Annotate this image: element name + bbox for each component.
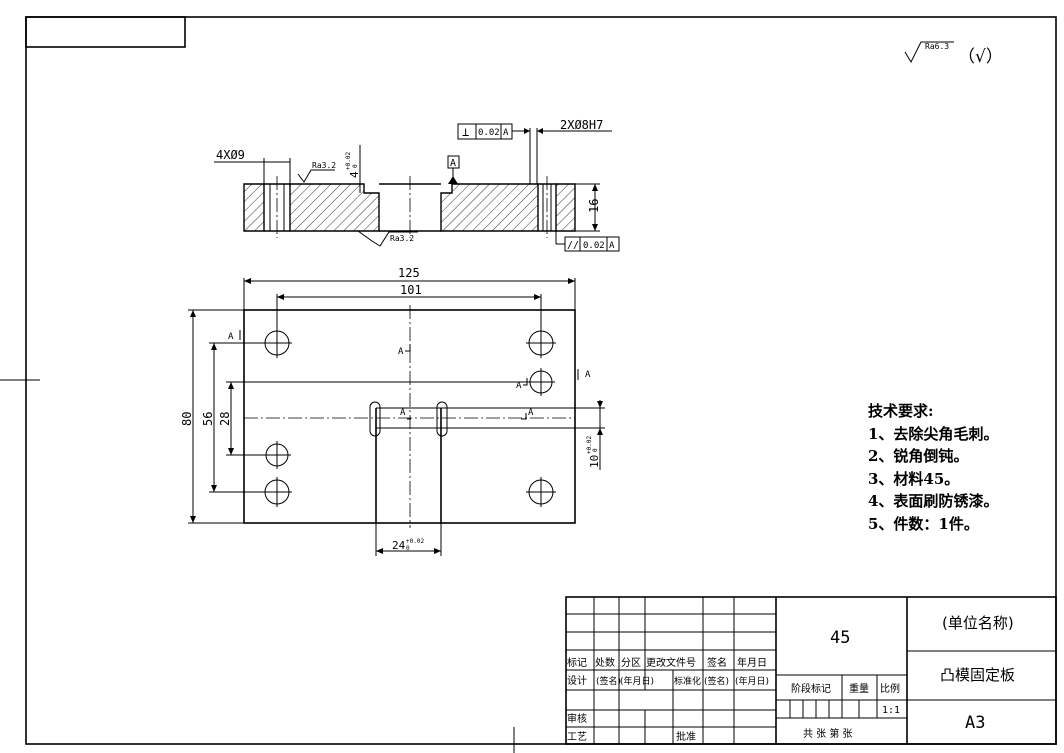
svg-text:设计: 设计 xyxy=(567,674,587,687)
hole-dowel-right xyxy=(527,368,555,396)
plate-outline xyxy=(243,309,576,524)
section-hatch-left xyxy=(243,183,265,232)
svg-text:4XØ9: 4XØ9 xyxy=(216,148,245,162)
tech-req-item-3: 3、材料45。 xyxy=(868,469,960,488)
svg-text:A: A xyxy=(450,158,456,169)
hole-dowel-left xyxy=(263,441,291,469)
svg-text:28: 28 xyxy=(218,412,232,426)
svg-text:A: A xyxy=(398,347,404,357)
general-roughness-symbol: Ra6.3 （√） xyxy=(904,41,1003,67)
svg-text:⊥: ⊥ xyxy=(462,125,469,139)
section-marks: A A A A A A xyxy=(228,330,591,420)
svg-text:0.02: 0.02 xyxy=(478,128,500,138)
svg-text:标记: 标记 xyxy=(567,657,587,669)
svg-text:Ra3.2: Ra3.2 xyxy=(312,161,336,170)
svg-text:(年月日): (年月日) xyxy=(735,675,769,687)
svg-text://: // xyxy=(567,240,579,251)
sheet-size: A3 xyxy=(965,713,985,733)
svg-text:+0.02: +0.02 xyxy=(586,436,593,454)
svg-text:重量: 重量 xyxy=(849,682,869,695)
svg-text:A: A xyxy=(228,332,234,342)
svg-text:A: A xyxy=(585,370,591,380)
svg-text:4: 4 xyxy=(348,171,361,178)
svg-text:(签名): (签名) xyxy=(596,675,621,687)
part-name: 凸模固定板 xyxy=(940,666,1015,684)
svg-text:（√）: （√） xyxy=(958,47,1003,67)
svg-text:阶段标记: 阶段标记 xyxy=(791,682,831,695)
hole-bottom-left xyxy=(262,477,292,507)
company-name: (单位名称) xyxy=(942,614,1014,632)
svg-text:24: 24 xyxy=(392,539,406,552)
svg-text:分区: 分区 xyxy=(621,657,641,669)
svg-text:工艺: 工艺 xyxy=(567,731,587,743)
svg-text:处数: 处数 xyxy=(595,656,615,669)
parallelism-frame: // 0.02 A xyxy=(555,231,620,252)
svg-text:批准: 批准 xyxy=(676,730,696,743)
svg-text:0.02: 0.02 xyxy=(583,241,605,251)
svg-text:A: A xyxy=(503,128,509,138)
svg-text:Ra3.2: Ra3.2 xyxy=(390,234,414,243)
tech-req-item-1: 1、去除尖角毛刺。 xyxy=(868,424,999,443)
svg-text:A: A xyxy=(609,241,615,251)
svg-text:16: 16 xyxy=(587,199,601,213)
perpendicularity-frame: ⊥ 0.02 A xyxy=(457,123,530,140)
svg-text:101: 101 xyxy=(400,283,422,297)
section-hatch-mid-right xyxy=(440,183,539,232)
svg-text:0: 0 xyxy=(592,448,599,452)
corner-box xyxy=(25,16,186,48)
title-block: 标记 处数 分区 更改文件号 签名 年月日 设计 (签名) (年月日) 标准化 … xyxy=(565,596,1057,745)
section-hatch-right xyxy=(555,183,576,232)
material-value: 45 xyxy=(830,628,850,648)
svg-text:A: A xyxy=(400,408,406,418)
hole-top-left xyxy=(262,328,292,358)
svg-text:Ra6.3: Ra6.3 xyxy=(925,42,949,51)
svg-text:A: A xyxy=(528,408,534,418)
svg-text:更改文件号: 更改文件号 xyxy=(646,656,696,669)
svg-text:0: 0 xyxy=(406,545,410,552)
svg-text:年月日: 年月日 xyxy=(737,656,767,669)
svg-text:2XØ8H7: 2XØ8H7 xyxy=(560,118,603,132)
tech-req-item-5: 5、件数：1件。 xyxy=(868,514,979,533)
svg-text:比例: 比例 xyxy=(880,682,900,695)
svg-text:审核: 审核 xyxy=(567,712,587,725)
svg-text:1:1: 1:1 xyxy=(882,705,900,716)
svg-text:125: 125 xyxy=(398,266,420,280)
section-view: 4XØ9 Ra3.2 4 +0.02 0 A ⊥ 0.02 A 2XØ8H7 xyxy=(214,118,620,252)
svg-text:+0.02: +0.02 xyxy=(406,538,424,545)
svg-text:(年月日): (年月日) xyxy=(620,675,654,687)
svg-text:A: A xyxy=(516,381,522,391)
svg-text:签名: 签名 xyxy=(707,656,727,669)
svg-text:共 张 第 张: 共 张 第 张 xyxy=(803,727,853,740)
svg-text:(签名): (签名) xyxy=(704,675,729,687)
tech-requirements: 技术要求: 1、去除尖角毛刺。 2、锐角倒钝。 3、材料45。 4、表面刷防锈漆… xyxy=(868,400,998,535)
svg-text:标准化: 标准化 xyxy=(674,675,701,687)
svg-text:10: 10 xyxy=(588,455,601,468)
tech-requirements-title: 技术要求: xyxy=(868,402,934,420)
section-hatch-mid-left xyxy=(289,183,380,232)
hole-bottom-right xyxy=(526,477,556,507)
svg-text:0: 0 xyxy=(352,164,359,168)
tech-req-item-2: 2、锐角倒钝。 xyxy=(868,447,969,465)
plan-view: A A A A A A 125 101 xyxy=(180,266,605,556)
tech-req-item-4: 4、表面刷防锈漆。 xyxy=(868,492,999,510)
hole-top-right xyxy=(526,328,556,358)
svg-text:56: 56 xyxy=(201,412,215,426)
svg-text:+0.02: +0.02 xyxy=(345,152,352,170)
svg-text:80: 80 xyxy=(180,412,194,426)
